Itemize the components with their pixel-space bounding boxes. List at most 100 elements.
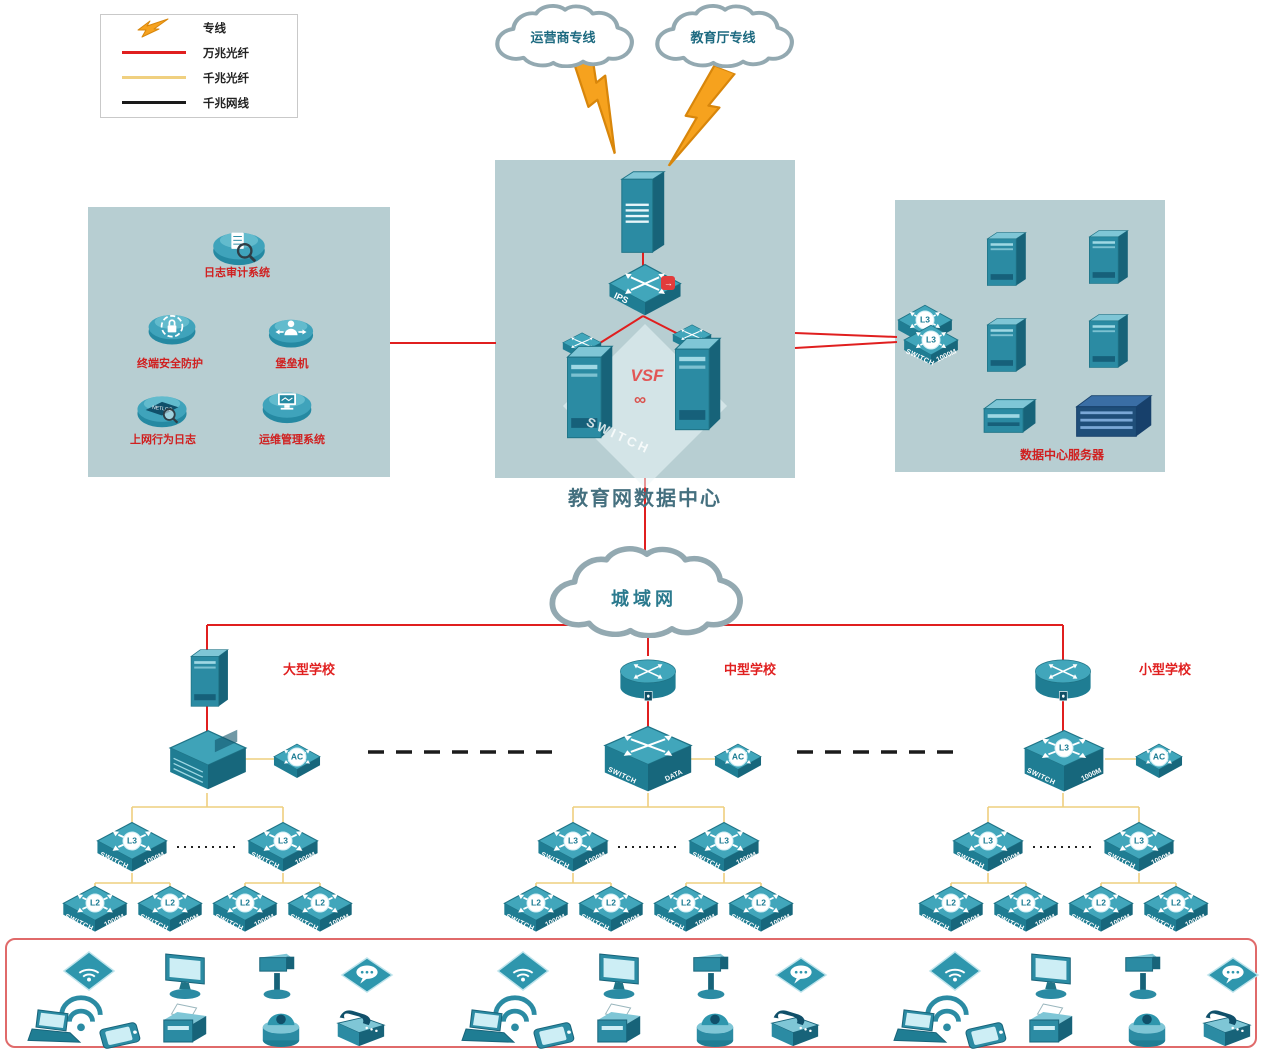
legend-item-label: 千兆网线 [203,97,249,110]
laptop-icon[interactable] [24,1008,84,1048]
man-cloud[interactable]: 城域网 [538,546,750,638]
storage-icon[interactable] [977,396,1039,436]
dome-camera-icon[interactable] [692,1006,738,1048]
lightning-icon [137,18,169,37]
laptop-icon[interactable] [458,1008,518,1048]
switch-label: L3 [1054,738,1074,758]
switch-label: L3 [915,310,935,330]
laptop-icon[interactable] [890,1008,950,1048]
line-1g-cable-swatch [122,101,186,104]
ips-switch-icon[interactable]: IPS → [608,263,682,317]
chat-terminal-icon[interactable] [1206,956,1260,996]
ptz-camera-icon[interactable] [254,948,300,1002]
legend: 专线 万兆光纤 千兆光纤 千兆网线 [100,14,298,118]
link-icon: ∞ [634,390,647,409]
printer-icon[interactable] [158,1002,212,1050]
telephone-icon[interactable] [330,1006,388,1048]
switch-label: L2 [751,893,771,913]
switch-label: L3 [714,831,734,851]
switch-label: AC [1149,747,1169,767]
server-icon[interactable] [1083,312,1131,370]
school-wires [950,701,1177,895]
telephone-icon[interactable] [764,1006,822,1048]
bastion-host-icon[interactable] [266,314,316,350]
desktop-icon[interactable] [158,950,212,1002]
server-icon[interactable] [981,230,1029,288]
router-icon[interactable] [618,657,678,703]
school-wires [94,701,321,895]
rack-server-icon[interactable] [1071,392,1155,440]
server-icon[interactable] [1083,228,1131,286]
ac-controller-icon[interactable]: AC [273,743,321,779]
school-name: 小型学校 [1139,662,1192,677]
switch-label: L2 [85,893,105,913]
wlan-ap-icon[interactable] [496,950,550,992]
ac-controller-icon[interactable]: AC [1135,743,1183,779]
school-wires [535,701,762,895]
netlog-icon[interactable]: NETLOG [134,390,190,430]
log-audit-icon[interactable] [210,226,268,268]
desktop-icon[interactable] [1024,950,1078,1002]
server-icon[interactable] [981,316,1029,374]
switch-label: L2 [941,893,961,913]
man-cloud-label: 城域网 [611,588,677,609]
switch-label: L2 [235,893,255,913]
education-cloud[interactable]: 教育厅专线 [647,4,799,68]
ops-management-icon[interactable] [260,386,314,426]
printer-icon[interactable] [592,1002,646,1050]
printer-icon[interactable] [1024,1002,1078,1050]
ptz-camera-icon[interactable] [688,948,734,1002]
switch-label: L2 [601,893,621,913]
legend-item-label: 千兆光纤 [203,72,249,85]
terminal-protection-icon[interactable] [146,308,198,348]
smartphone-icon[interactable] [94,1022,146,1050]
chat-terminal-icon[interactable] [340,956,394,996]
ac-controller-icon[interactable]: AC [714,743,762,779]
core-switch-icon[interactable]: L3 [897,304,953,346]
smartphone-icon[interactable] [960,1022,1012,1050]
school-name: 大型学校 [283,662,336,677]
carrier-cloud[interactable]: 运营商专线 [487,4,639,68]
server-room-title: 数据中心服务器 [1019,448,1104,462]
desktop-icon[interactable] [592,950,646,1002]
wlan-ap-icon[interactable] [928,950,982,992]
firewall-icon[interactable] [616,168,670,258]
dome-camera-icon[interactable] [1124,1006,1170,1048]
switch-label: AC [728,747,748,767]
wlan-ap-icon[interactable] [62,950,116,992]
switch-label: L3 [563,831,583,851]
wireless-router-icon[interactable] [1033,657,1093,703]
chat-terminal-icon[interactable] [774,956,828,996]
ptz-camera-icon[interactable] [1120,948,1166,1002]
school-server-icon[interactable] [185,647,231,709]
ips-badge-icon: → [661,275,676,290]
smartphone-icon[interactable] [528,1022,580,1050]
telephone-icon[interactable] [1196,1006,1254,1048]
dome-camera-icon[interactable] [258,1006,304,1048]
vsf-server-right-icon[interactable] [668,334,724,434]
chassis-switch-icon[interactable] [165,729,251,791]
